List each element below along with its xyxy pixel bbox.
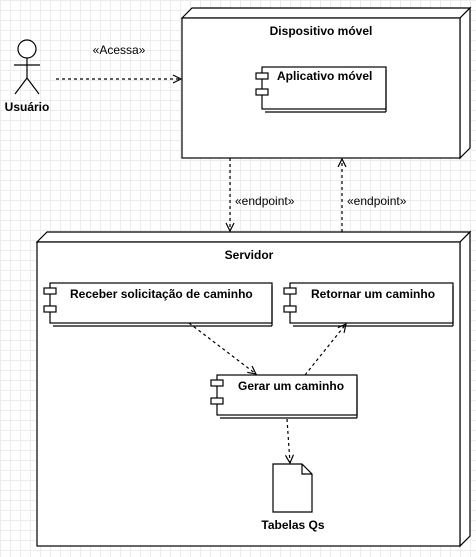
node-mobile-device-title: Dispositivo móvel bbox=[270, 24, 373, 38]
edge-generate-to-return[interactable] bbox=[304, 324, 346, 376]
artifact-q-tables-label: Tabelas Qs bbox=[261, 518, 324, 532]
component-receive-request-label: Receber solicitação de caminho bbox=[70, 287, 253, 301]
component-return-path[interactable]: Retornar um caminho bbox=[283, 282, 454, 327]
component-generate-path-label: Gerar um caminho bbox=[238, 379, 344, 393]
artifact-q-tables[interactable]: Tabelas Qs bbox=[261, 463, 325, 532]
component-receive-request[interactable]: Receber solicitação de caminho bbox=[43, 282, 273, 327]
edge-generate-to-tables[interactable] bbox=[287, 418, 290, 463]
edge-endpoint-up[interactable]: «endpoint» bbox=[342, 159, 407, 232]
user-actor[interactable]: Usuário bbox=[5, 39, 50, 114]
edge-receive-to-generate[interactable] bbox=[188, 322, 256, 374]
edge-endpoint-up-label: «endpoint» bbox=[347, 194, 407, 208]
component-return-path-label: Retornar um caminho bbox=[311, 287, 435, 301]
user-actor-label: Usuário bbox=[5, 100, 50, 114]
component-generate-path[interactable]: Gerar um caminho bbox=[210, 374, 358, 419]
edge-user-access[interactable]: «Acessa» bbox=[56, 43, 181, 79]
component-mobile-app[interactable]: Aplicativo móvel bbox=[255, 66, 387, 113]
edge-endpoint-down[interactable]: «endpoint» bbox=[230, 158, 295, 231]
component-mobile-app-label: Aplicativo móvel bbox=[277, 69, 372, 83]
edge-endpoint-down-label: «endpoint» bbox=[235, 194, 295, 208]
node-server-title: Servidor bbox=[225, 248, 274, 262]
edge-user-access-label: «Acessa» bbox=[93, 43, 146, 57]
